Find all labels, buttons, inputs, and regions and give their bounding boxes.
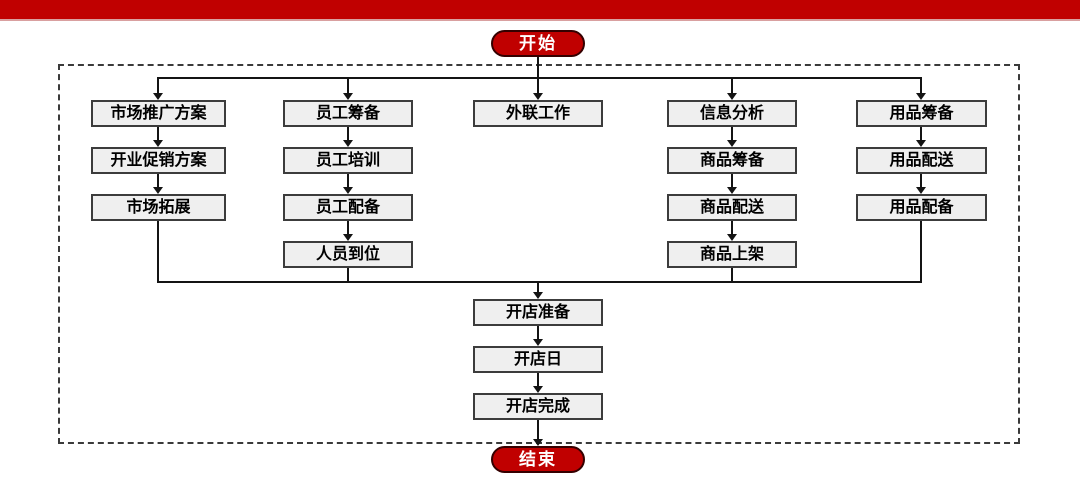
connector-merch-2-3 [731, 174, 733, 187]
end-terminal: 结束 [491, 446, 585, 473]
connector-branch-to-merchandise [731, 77, 733, 93]
supplies-delivery-step: 用品配送 [856, 147, 987, 174]
staff-training-step: 员工培训 [283, 147, 413, 174]
arrow-into-staff-icon [343, 93, 353, 100]
arrow-merch-1-2-icon [727, 140, 737, 147]
arrow-final-2-3-icon [533, 386, 543, 393]
start-terminal: 开始 [491, 30, 585, 57]
connector-marketing-2-3 [157, 174, 159, 187]
opening-complete-step: 开店完成 [473, 393, 603, 420]
merchandise-preparation-step: 商品筹备 [667, 147, 797, 174]
arrow-supplies-2-3-icon [916, 187, 926, 194]
connector-branch-to-liaison [537, 77, 539, 93]
arrow-marketing-1-2-icon [153, 140, 163, 147]
personnel-in-place-step: 人员到位 [283, 241, 413, 268]
connector-branch-to-staff [347, 77, 349, 93]
arrow-staff-3-4-icon [343, 234, 353, 241]
arrow-into-end-icon [533, 439, 543, 446]
merge-line [157, 281, 922, 283]
opening-promotion-plan-step: 开业促销方案 [91, 147, 226, 174]
branch-line [157, 77, 922, 79]
arrow-into-liaison-icon [533, 93, 543, 100]
supplies-preparation-step: 用品筹备 [856, 100, 987, 127]
connector-to-end [537, 420, 539, 439]
store-prep-step: 开店准备 [473, 299, 603, 326]
arrow-staff-2-3-icon [343, 187, 353, 194]
merchandise-delivery-step: 商品配送 [667, 194, 797, 221]
connector-supplies-2-3 [920, 174, 922, 187]
connector-staff-tail [347, 268, 349, 282]
connector-final-2-3 [537, 373, 539, 386]
connector-merge-to-final [537, 283, 539, 292]
connector-branch-to-marketing [157, 77, 159, 93]
supplies-allocation-step: 用品配备 [856, 194, 987, 221]
connector-supplies-tail [920, 221, 922, 282]
market-expansion-step: 市场拓展 [91, 194, 226, 221]
connector-final-1-2 [537, 326, 539, 339]
connector-staff-3-4 [347, 221, 349, 234]
external-liaison-step: 外联工作 [473, 100, 603, 127]
arrow-into-supplies-icon [916, 93, 926, 100]
connector-merch-1-2 [731, 127, 733, 140]
arrow-marketing-2-3-icon [153, 187, 163, 194]
market-promotion-plan-step: 市场推广方案 [91, 100, 226, 127]
arrow-into-marketing-icon [153, 93, 163, 100]
opening-day-step: 开店日 [473, 346, 603, 373]
connector-supplies-1-2 [920, 127, 922, 140]
arrow-staff-1-2-icon [343, 140, 353, 147]
connector-merch-tail [731, 268, 733, 282]
connector-staff-2-3 [347, 174, 349, 187]
connector-merch-3-4 [731, 221, 733, 234]
connector-marketing-tail [157, 221, 159, 282]
connector-start-stem [537, 57, 539, 78]
arrow-merch-3-4-icon [727, 234, 737, 241]
connector-staff-1-2 [347, 127, 349, 140]
merchandise-shelving-step: 商品上架 [667, 241, 797, 268]
arrow-final-1-2-icon [533, 339, 543, 346]
top-accent-bar [0, 0, 1080, 19]
information-analysis-step: 信息分析 [667, 100, 797, 127]
connector-branch-to-supplies [920, 77, 922, 93]
staff-preparation-step: 员工筹备 [283, 100, 413, 127]
arrow-into-store-prep-icon [533, 292, 543, 299]
connector-marketing-1-2 [157, 127, 159, 140]
staff-allocation-step: 员工配备 [283, 194, 413, 221]
arrow-supplies-1-2-icon [916, 140, 926, 147]
arrow-into-merchandise-icon [727, 93, 737, 100]
top-accent-stripe [0, 19, 1080, 21]
arrow-merch-2-3-icon [727, 187, 737, 194]
